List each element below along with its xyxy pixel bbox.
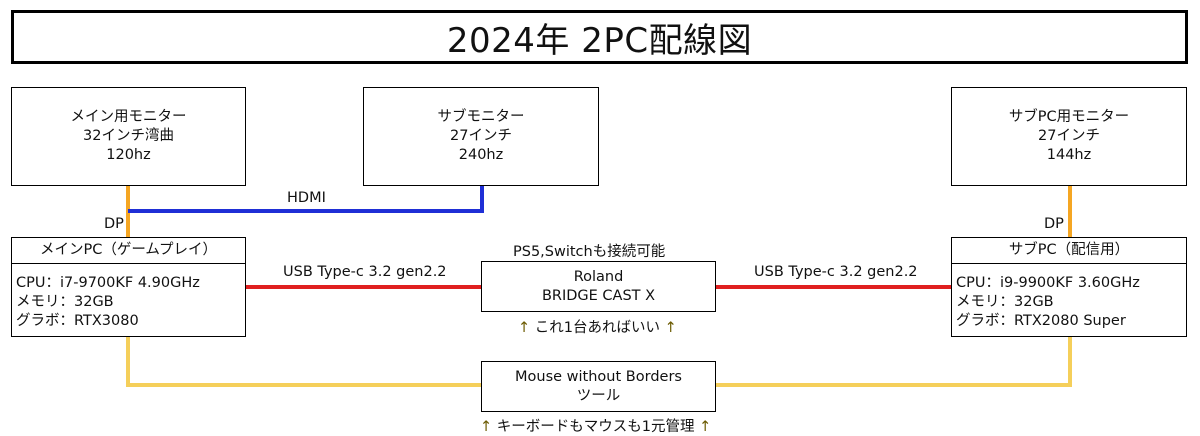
up-arrow-icon: ↑ (518, 320, 531, 336)
sub-monitor-name: サブモニター (437, 109, 525, 125)
sub-monitor-refresh: 240hz (458, 147, 504, 163)
mouse-tool-type: ツール (576, 387, 621, 404)
sub-pc-header: サブPC（配信用） (952, 238, 1186, 264)
up-arrow-icon: ↑ (699, 419, 712, 435)
subpc-monitor-box: サブPC用モニター 27インチ 144hz (951, 87, 1187, 186)
mouse-tool-name: Mouse without Borders (515, 368, 682, 385)
mouse-bottom-note-row: ↑ キーボードもマウスも1元管理 ↑ (480, 415, 711, 436)
roland-box: Roland BRIDGE CAST X (481, 261, 716, 312)
main-pc-specs: CPU：i7-9700KF 4.90GHz メモリ：32GB グラボ：RTX30… (12, 264, 245, 331)
sub-monitor-size: 27インチ (450, 128, 512, 144)
sub-pc-box: サブPC（配信用） CPU：i9-9900KF 3.60GHz メモリ：32GB… (951, 237, 1187, 337)
roland-bottom-note-row: ↑ これ1台あればいい ↑ (518, 316, 677, 337)
roland-brand: Roland (573, 268, 624, 285)
mouse-link-right (716, 337, 1072, 387)
main-monitor-refresh: 120hz (106, 147, 151, 163)
roland-bottom-note: これ1台あればいい (534, 320, 660, 336)
main-monitor-box: メイン用モニター 32インチ湾曲 120hz (11, 87, 246, 186)
roland-model: BRIDGE CAST X (541, 287, 656, 304)
up-arrow-icon: ↑ (664, 320, 677, 336)
sub-pc-specs: CPU：i9-9900KF 3.60GHz メモリ：32GB グラボ：RTX20… (952, 264, 1186, 331)
main-pc-gpu: グラボ：RTX3080 (16, 313, 139, 329)
main-monitor-name: メイン用モニター (70, 109, 187, 125)
subpc-monitor-size: 27インチ (1038, 128, 1100, 144)
main-pc-header: メインPC（ゲームプレイ） (12, 238, 245, 264)
hdmi-label: HDMI (287, 190, 326, 206)
mouse-tool-box: Mouse without Borders ツール (481, 361, 716, 412)
main-pc-memory: メモリ：32GB (16, 294, 114, 310)
subpc-monitor-refresh: 144hz (1046, 147, 1092, 163)
dp-label-left: DP (104, 216, 124, 232)
diagram-title: 2024年 2PC配線図 (11, 10, 1188, 64)
main-pc-cpu: CPU：i7-9700KF 4.90GHz (16, 275, 200, 291)
dp-label-right: DP (1044, 216, 1064, 232)
sub-monitor-box: サブモニター 27インチ 240hz (363, 87, 599, 186)
mouse-bottom-note: キーボードもマウスも1元管理 (496, 419, 695, 435)
hdmi-line (128, 186, 484, 213)
roland-top-note: PS5,Switchも接続可能 (513, 244, 666, 260)
usb-label-left: USB Type-c 3.2 gen2.2 (283, 264, 447, 280)
usb-label-right: USB Type-c 3.2 gen2.2 (754, 264, 918, 280)
up-arrow-icon: ↑ (480, 419, 493, 435)
sub-pc-memory: メモリ：32GB (956, 294, 1054, 310)
subpc-monitor-name: サブPC用モニター (1008, 109, 1130, 125)
main-monitor-size: 32インチ湾曲 (83, 128, 174, 144)
main-pc-box: メインPC（ゲームプレイ） CPU：i7-9700KF 4.90GHz メモリ：… (11, 237, 246, 337)
mouse-link-left (126, 337, 481, 387)
sub-pc-gpu: グラボ：RTX2080 Super (956, 313, 1126, 329)
sub-pc-cpu: CPU：i9-9900KF 3.60GHz (956, 275, 1140, 291)
